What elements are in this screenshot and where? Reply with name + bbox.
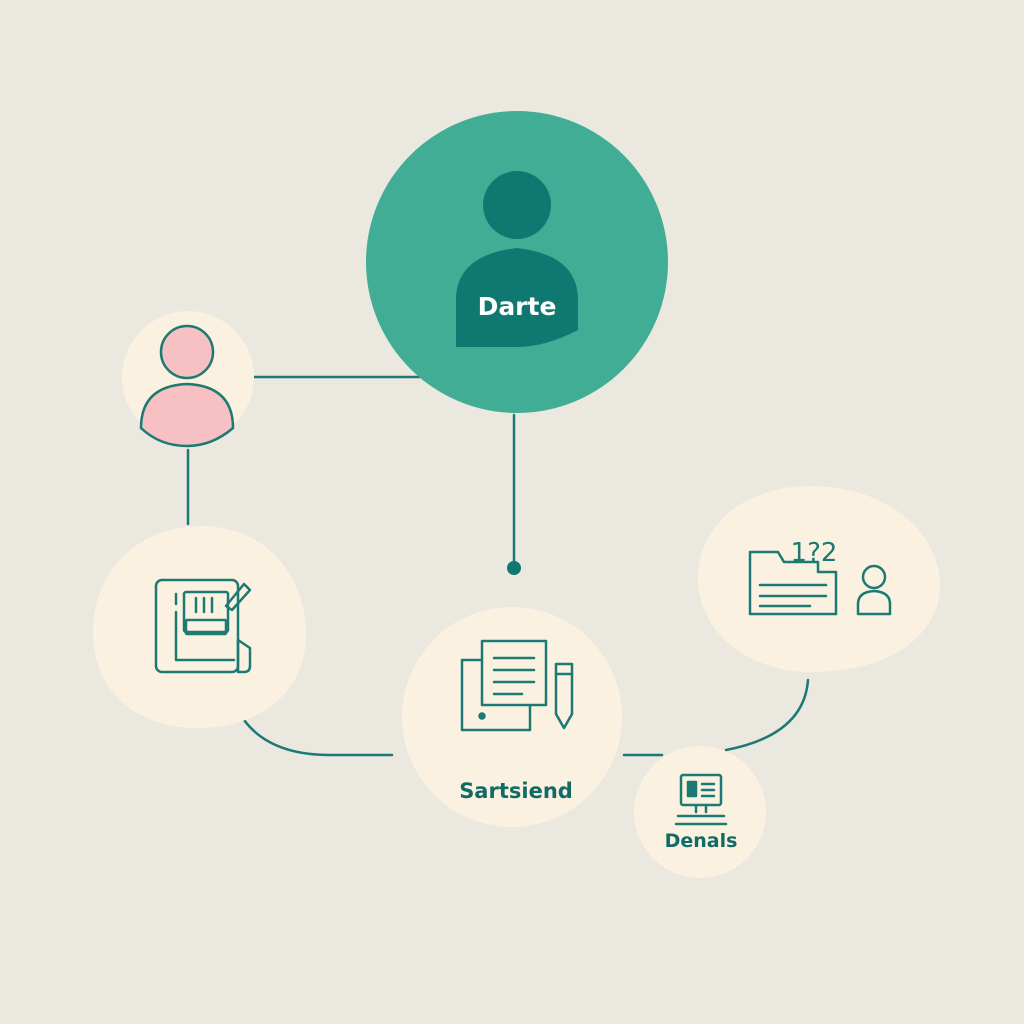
user-icon [456, 171, 578, 347]
secondary-user-body [139, 382, 235, 448]
document-pencil-icon [460, 639, 574, 732]
form-node[interactable] [93, 526, 306, 728]
connectors [186, 375, 810, 757]
central-user-node[interactable]: Darte [366, 111, 668, 413]
connector-endpoint-dot [507, 561, 521, 575]
question-node-glyphs: 1?2 [791, 538, 838, 568]
form-node-blob [93, 526, 306, 728]
document-node-label: Sartsiend [459, 779, 573, 803]
device-node-label: Denals [665, 830, 738, 852]
form-edit-icon [154, 578, 252, 674]
question-node-blob [698, 486, 940, 672]
device-node[interactable]: Denals [634, 746, 766, 878]
secondary-user-node[interactable] [122, 311, 254, 448]
device-node-circle [634, 746, 766, 878]
document-node-circle [402, 607, 622, 827]
user-icon-head [483, 171, 551, 239]
question-node[interactable]: 1?2 [698, 486, 940, 672]
secondary-user-head [159, 324, 215, 380]
document-node[interactable]: Sartsiend [402, 607, 622, 827]
connector-device-to-question [724, 678, 810, 752]
user-icon [139, 324, 235, 448]
computer-icon [674, 773, 728, 826]
user-icon-body [456, 248, 578, 347]
central-user-label: Darte [478, 292, 557, 321]
question-user-icon [748, 550, 892, 616]
connector-form-to-document [242, 718, 394, 757]
